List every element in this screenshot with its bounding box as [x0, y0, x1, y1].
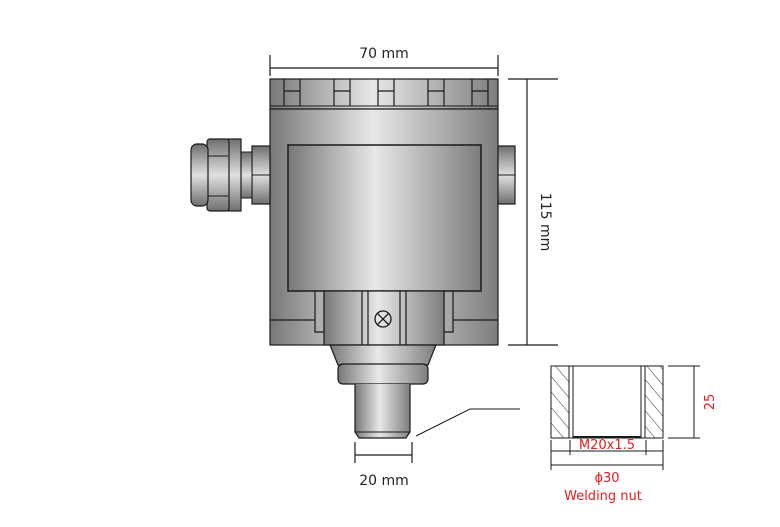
height-dimension: 115 mm	[508, 78, 558, 346]
nut-height-label: 25	[703, 394, 718, 411]
leader-line	[415, 408, 520, 437]
thread-dimension: 20 mm	[354, 442, 413, 489]
process-connection	[329, 344, 437, 439]
welding-nut: 25 M20x1.5 ϕ30 Welding nut	[550, 365, 718, 504]
side-plug	[497, 145, 516, 205]
width-label: 70 mm	[359, 46, 409, 62]
thread-spec-label: M20x1.5	[579, 438, 635, 453]
housing-cap	[269, 78, 499, 110]
cable-gland	[190, 138, 271, 212]
display-window	[287, 144, 482, 292]
height-label: 115 mm	[537, 193, 553, 251]
nut-diameter-label: ϕ30	[594, 471, 619, 486]
nut-title: Welding nut	[564, 489, 642, 504]
screw-icon	[374, 310, 392, 328]
thread-width-label: 20 mm	[359, 473, 409, 489]
width-dimension: 70 mm	[269, 46, 499, 76]
housing-body	[269, 108, 499, 346]
